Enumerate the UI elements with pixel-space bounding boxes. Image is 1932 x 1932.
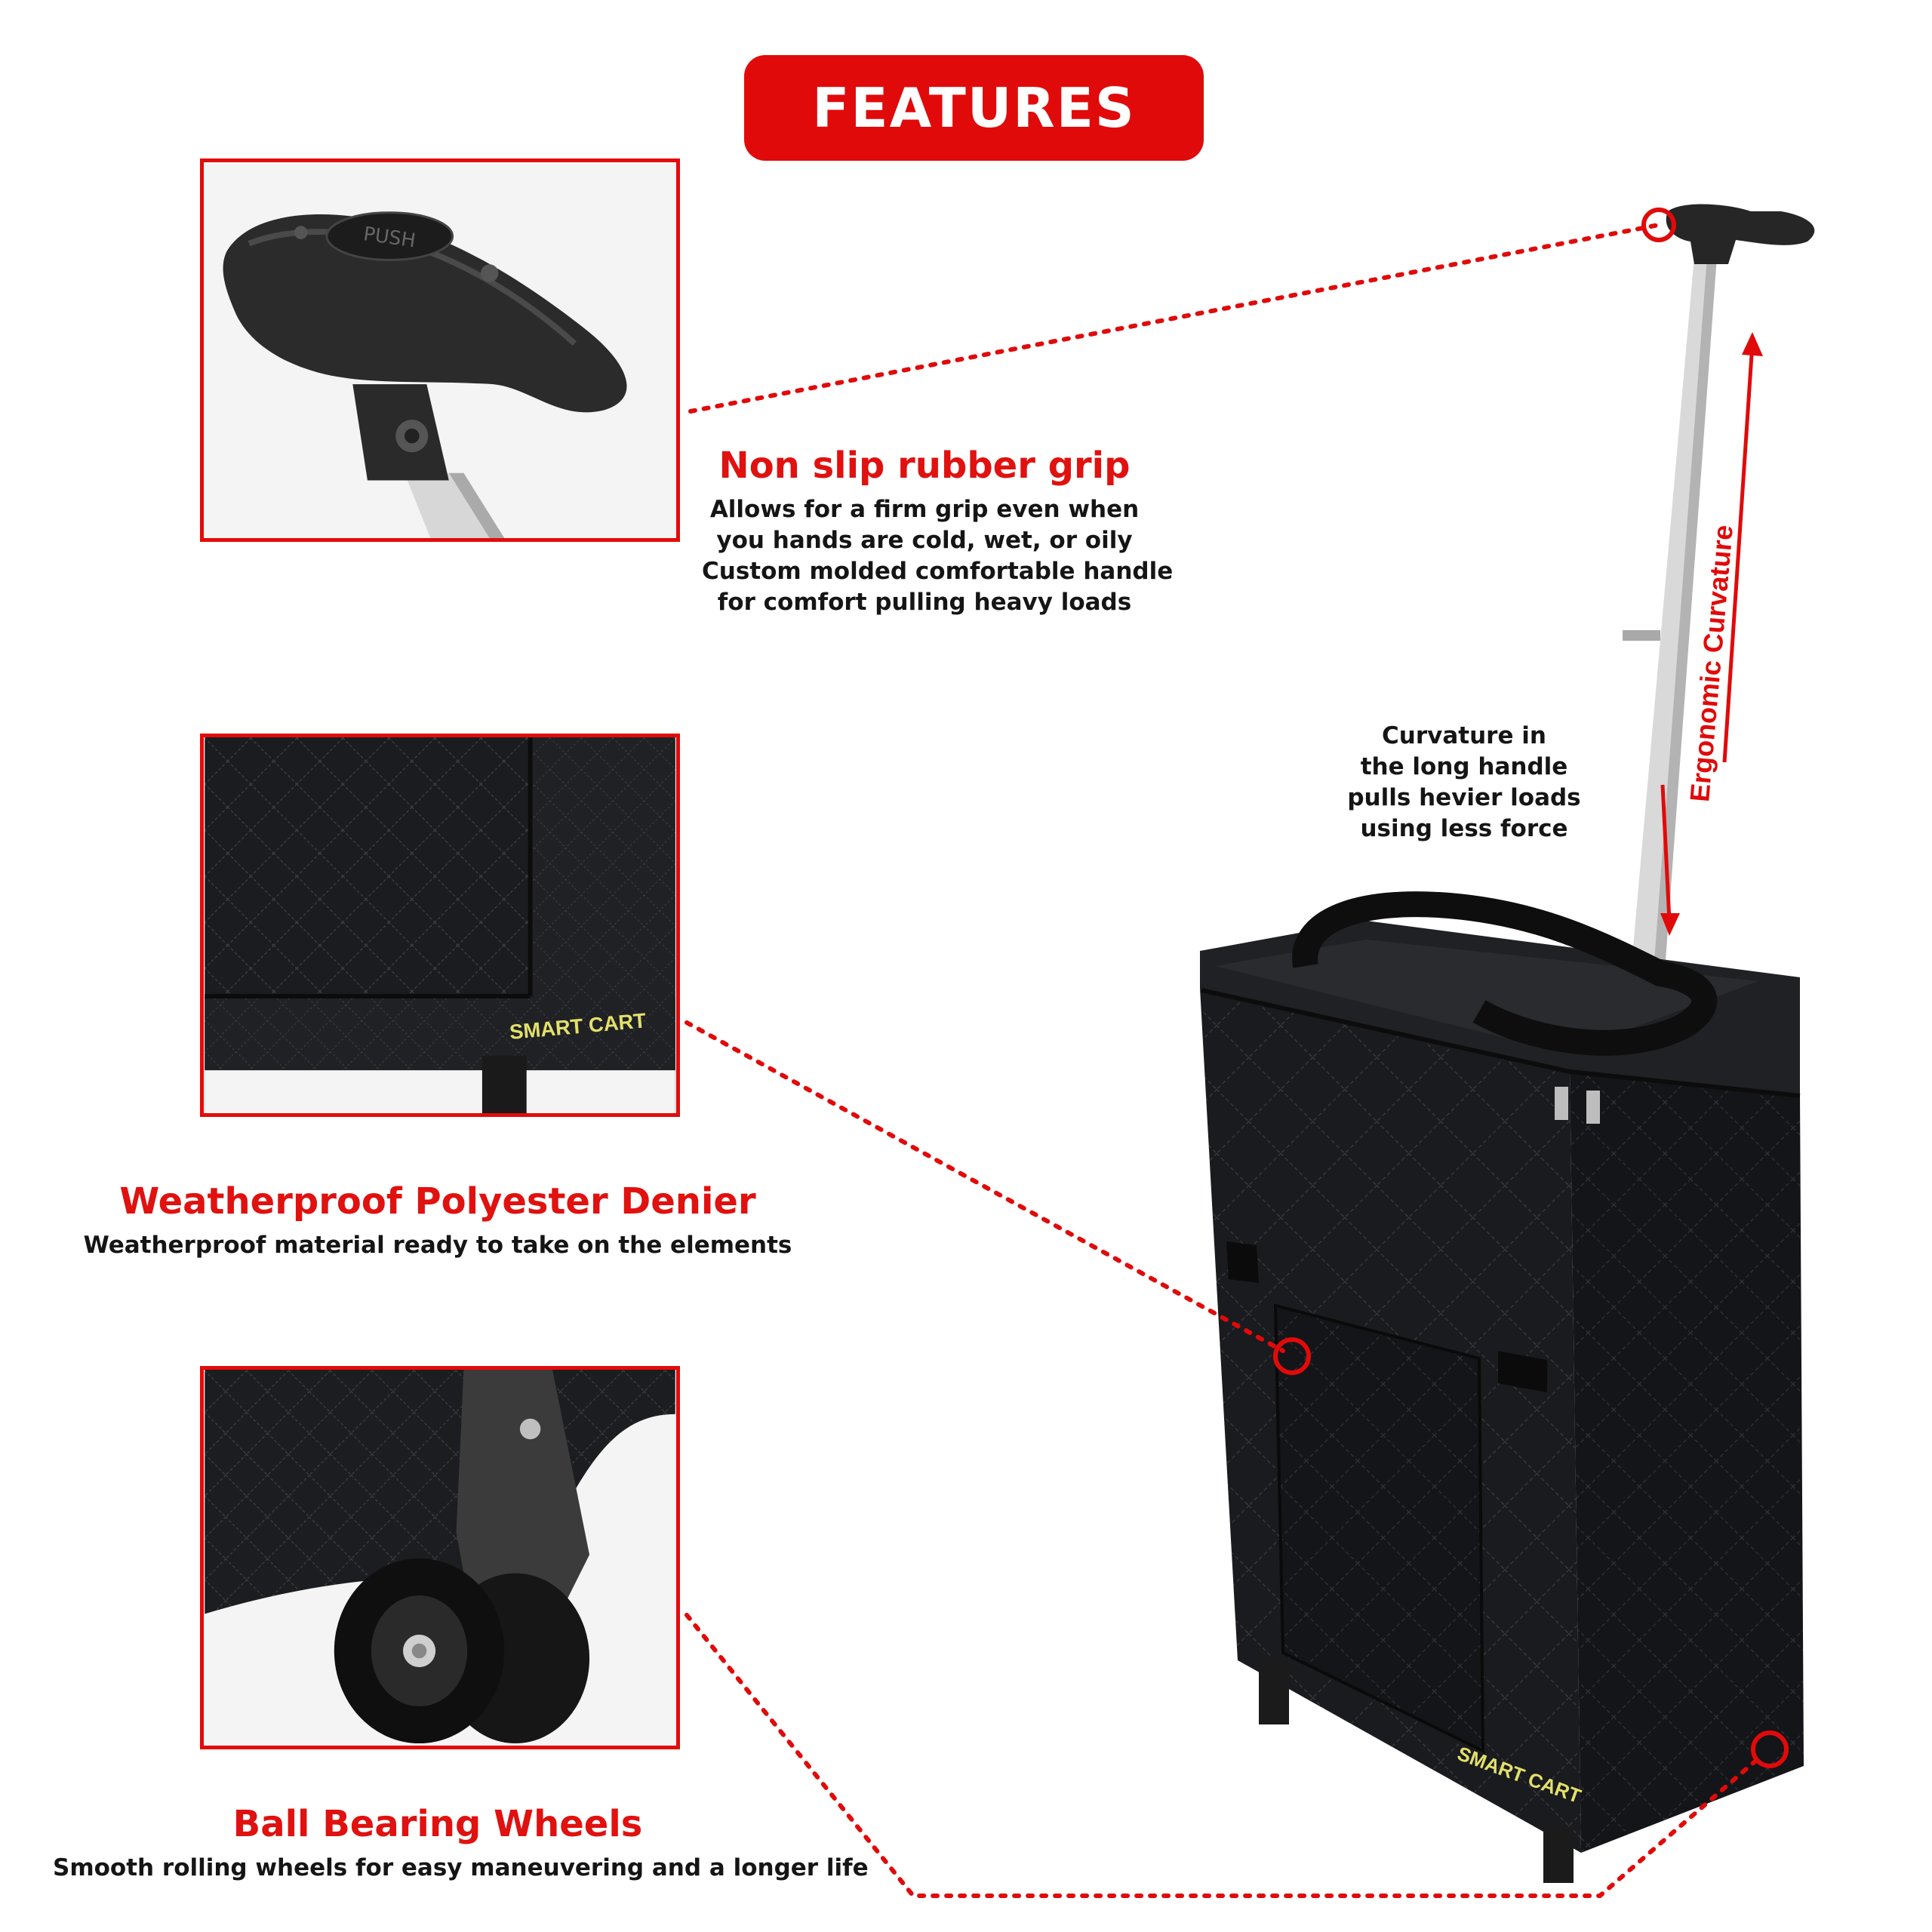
features-title: FEATURES: [812, 76, 1136, 140]
curvature-note: Curvature in the long handle pulls hevie…: [1343, 721, 1585, 844]
curvature-note-line: using less force: [1360, 815, 1568, 842]
feature-fabric-line: Weatherproof material ready to take on t…: [83, 1232, 792, 1260]
ergonomic-curvature-label: Ergonomic Curvature: [1684, 524, 1739, 803]
feature-grip-line: for comfort pulling heavy loads: [717, 589, 1132, 617]
curvature-note-line: pulls hevier loads: [1347, 784, 1581, 811]
feature-wheels-line: Smooth rolling wheels for easy maneuveri…: [53, 1854, 869, 1882]
inset-handle-grip: PUSH: [200, 158, 680, 542]
feature-grip-line: Custom molded comfortable handle: [702, 558, 1174, 586]
handle-grip-illustration: PUSH: [205, 162, 675, 538]
inset-fabric: SMART CART: [200, 734, 680, 1117]
target-circle-wheels: [1751, 1730, 1789, 1768]
feature-fabric-text: Weatherproof Polyester Denier Weatherpro…: [83, 1180, 792, 1261]
feature-wheels-heading: Ball Bearing Wheels: [232, 1803, 643, 1845]
feature-grip-text: Non slip rubber grip Allows for a firm g…: [702, 445, 1174, 618]
callout-line-grip: [688, 223, 1661, 414]
feature-grip-line: Allows for a firm grip even when: [709, 496, 1140, 524]
curvature-note-line: the long handle: [1360, 753, 1568, 780]
curvature-arrow-head-bottom: [1660, 913, 1680, 936]
curvature-arrow-head-top: [1742, 332, 1763, 356]
curvature-arrow-line-lower: [1660, 784, 1672, 921]
fabric-illustration: SMART CART: [205, 737, 675, 1113]
wheels-illustration: [205, 1370, 675, 1746]
features-title-badge: FEATURES: [744, 55, 1204, 161]
inset-wheels: [200, 1366, 680, 1749]
bag-brand-label: SMART CART: [1454, 1742, 1584, 1807]
curvature-note-line: Curvature in: [1382, 722, 1546, 749]
target-circle-fabric: [1273, 1337, 1311, 1375]
feature-wheels-text: Ball Bearing Wheels Smooth rolling wheel…: [53, 1803, 869, 1884]
curvature-arrow-line: [1722, 343, 1755, 763]
feature-grip-heading: Non slip rubber grip: [718, 445, 1131, 487]
feature-fabric-heading: Weatherproof Polyester Denier: [119, 1180, 756, 1223]
target-circle-grip: [1641, 208, 1676, 242]
feature-grip-line: you hands are cold, wet, or oily: [716, 527, 1133, 555]
